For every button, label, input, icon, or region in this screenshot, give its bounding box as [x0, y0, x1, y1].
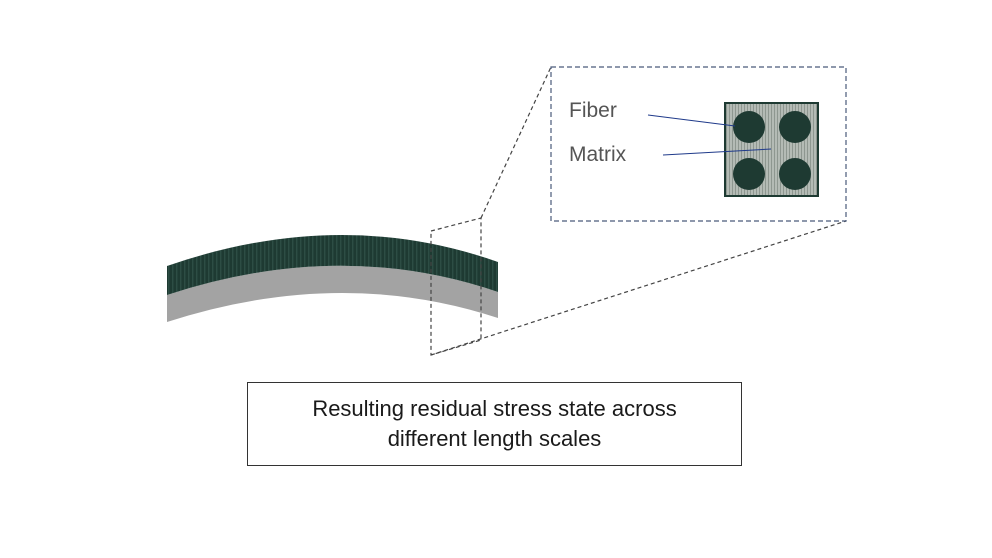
fiber-leader-line	[647, 114, 736, 127]
fiber-circle	[733, 158, 765, 190]
fiber-circle	[779, 111, 811, 143]
matrix-leader-line	[662, 148, 772, 156]
fiber-circle	[779, 158, 811, 190]
caption-line-2: different length scales	[387, 426, 602, 451]
caption-box: Resulting residual stress state across d…	[247, 382, 742, 466]
grey-laminate-layer	[167, 265, 498, 322]
cross-section-window	[430, 217, 482, 356]
caption-line-1: Resulting residual stress state across	[312, 396, 677, 421]
zoom-projection-line-bottom	[430, 220, 847, 356]
fiber-circle	[733, 111, 765, 143]
zoom-projection-line-top	[480, 66, 552, 219]
dark-laminate-layer	[167, 234, 498, 295]
matrix-label: Matrix	[569, 143, 627, 166]
fiber-label: Fiber	[569, 99, 617, 122]
